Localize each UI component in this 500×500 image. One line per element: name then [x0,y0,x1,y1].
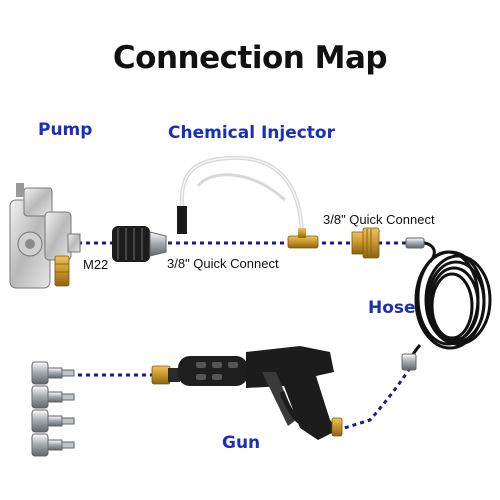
quick-connect-coupler-icon [352,228,379,258]
quick-connect-upper-label: 3/8" Quick Connect [323,212,435,227]
chemical-injector-label: Chemical Injector [168,123,335,143]
pump-label: Pump [38,120,92,140]
connector-lines [78,243,412,430]
diagram-title: Connection Map [0,40,500,76]
spray-gun-icon [152,346,342,440]
pump-icon [10,183,80,288]
hose-label: Hose [368,298,416,318]
nozzle-set-icon [32,362,74,456]
gun-label: Gun [222,433,260,453]
m22-coupler-icon [112,226,166,262]
hose-icon [410,242,490,364]
chemical-injector-icon [177,158,318,248]
m22-label: M22 [83,257,108,272]
quick-connect-lower-label: 3/8" Quick Connect [167,256,279,271]
